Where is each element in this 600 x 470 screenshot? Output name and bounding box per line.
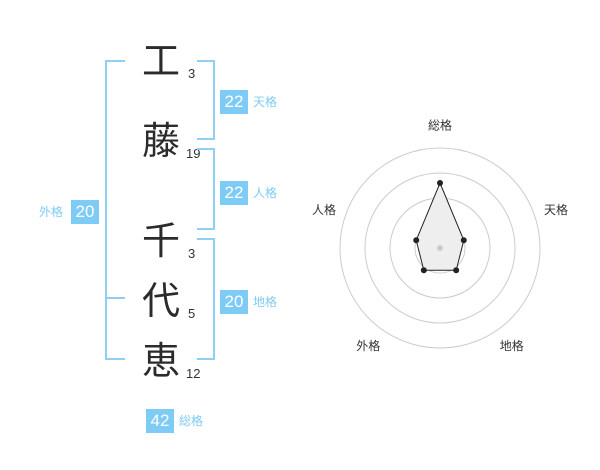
radar-ring-3 [364, 172, 516, 324]
radar-polygon [415, 181, 465, 271]
name-char-5: 恵 [142, 339, 181, 383]
radar-point-gaikaku [420, 267, 427, 274]
stroke-count-4: 5 [188, 306, 196, 321]
soukaku-value: 42 [146, 409, 174, 433]
gaikaku-bracket [105, 60, 125, 360]
soukaku-label: 総格 [179, 414, 204, 428]
radar-axis-label-chikaku: 地格 [500, 338, 524, 353]
stroke-count-3: 3 [188, 246, 196, 261]
radar-point-chikaku [453, 267, 460, 274]
tenkaku-value: 22 [220, 90, 248, 114]
name-char-1: 工 [142, 39, 181, 83]
radar-axis-label-tenkaku: 天格 [544, 202, 568, 217]
radar-axis-label-soukaku: 総格 [428, 118, 452, 133]
gaikaku-bracket-mid-tick [105, 297, 125, 299]
radar-point-soukaku [437, 180, 443, 186]
gaikaku-label: 外格 [39, 205, 64, 219]
jinkaku-bracket [197, 148, 215, 230]
chikaku-bracket [197, 238, 215, 360]
name-char-4: 代 [142, 279, 181, 323]
tenkaku-bracket [197, 60, 215, 140]
chikaku-label: 地格 [253, 295, 278, 309]
radar-ring-4 [339, 147, 541, 349]
stroke-count-5: 12 [186, 366, 201, 381]
radar-point-jinkaku [413, 237, 420, 244]
name-char-3: 千 [142, 219, 181, 263]
jinkaku-label: 人格 [253, 186, 278, 200]
stroke-count-2: 19 [186, 146, 201, 161]
gaikaku-value: 20 [71, 200, 99, 224]
radar-axis-label-jinkaku: 人格 [312, 202, 336, 217]
radar-point-tenkaku [460, 237, 467, 244]
radar-center-dot [437, 245, 443, 251]
name-char-2: 藤 [142, 119, 181, 163]
radar-axis-label-gaikaku: 外格 [356, 338, 380, 353]
chikaku-value: 20 [220, 290, 248, 314]
stroke-count-1: 3 [188, 66, 196, 81]
tenkaku-label: 天格 [253, 95, 278, 109]
jinkaku-value: 22 [220, 181, 248, 205]
